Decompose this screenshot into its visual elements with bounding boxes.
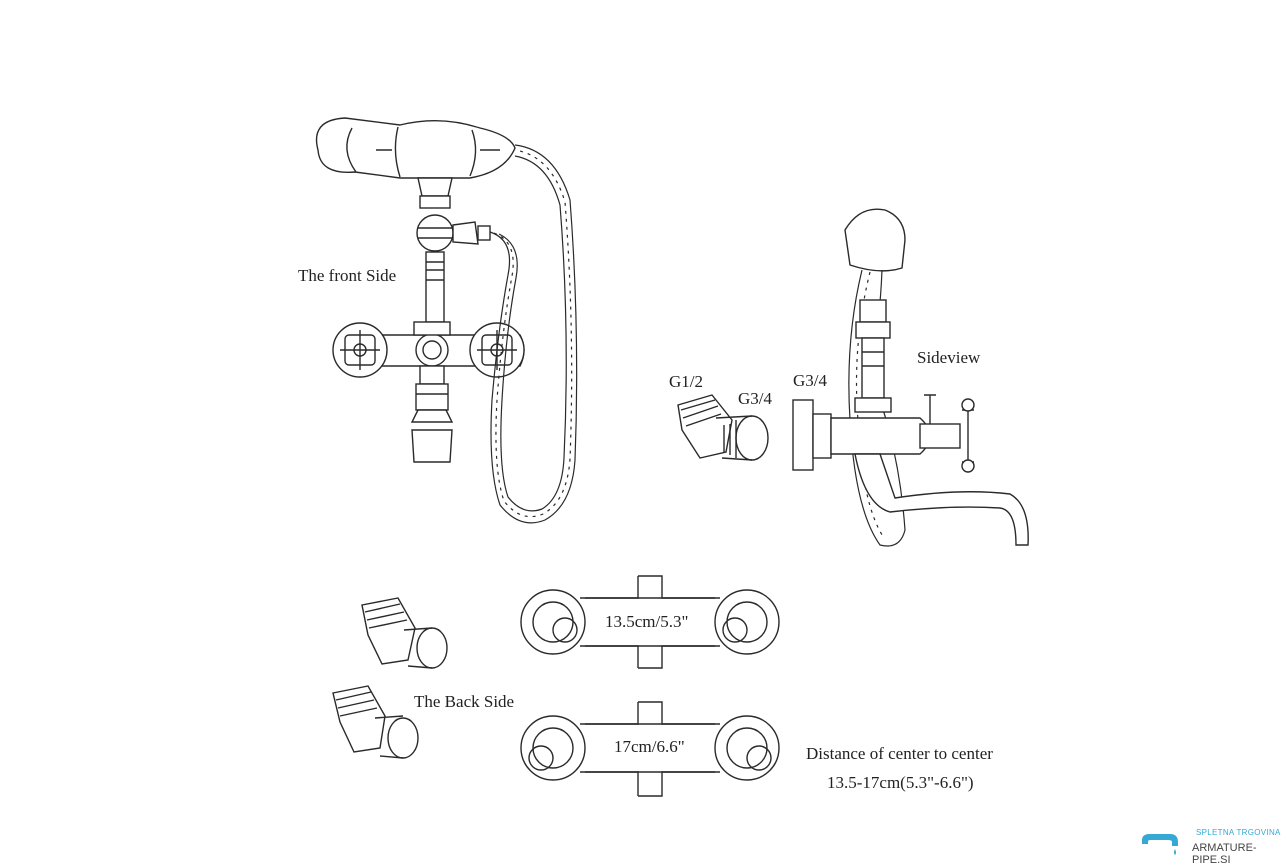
back-side-label: The Back Side bbox=[414, 692, 514, 711]
shower-hose bbox=[489, 144, 578, 524]
sideview-label: Sideview bbox=[917, 348, 981, 367]
faucet-logo-icon bbox=[1142, 834, 1178, 855]
bracket-135 bbox=[520, 575, 780, 669]
eccentric-connector-drawing bbox=[677, 394, 769, 461]
g34-right-label: G3/4 bbox=[793, 371, 828, 390]
front-view-drawing bbox=[315, 117, 578, 524]
distance-line1: Distance of center to center bbox=[806, 744, 993, 763]
dim-17-label: 17cm/6.6" bbox=[614, 737, 685, 756]
g12-label: G1/2 bbox=[669, 372, 703, 391]
dim-135-label: 13.5cm/5.3" bbox=[605, 612, 688, 631]
front-side-label: The front Side bbox=[298, 266, 396, 285]
g34-left-label: G3/4 bbox=[738, 389, 773, 408]
bracket-17 bbox=[520, 701, 780, 797]
back-connector-bottom bbox=[332, 685, 419, 759]
watermark-site: ARMATURE-PIPE.SI bbox=[1192, 842, 1257, 866]
hand-shower-head bbox=[315, 117, 516, 179]
side-view-drawing bbox=[792, 208, 1029, 547]
back-connector-top bbox=[361, 597, 448, 669]
watermark-tagline: SPLETNA TRGOVINA bbox=[1196, 828, 1281, 837]
wall-flange bbox=[792, 399, 814, 471]
distance-line2: 13.5-17cm(5.3"-6.6") bbox=[827, 773, 974, 792]
